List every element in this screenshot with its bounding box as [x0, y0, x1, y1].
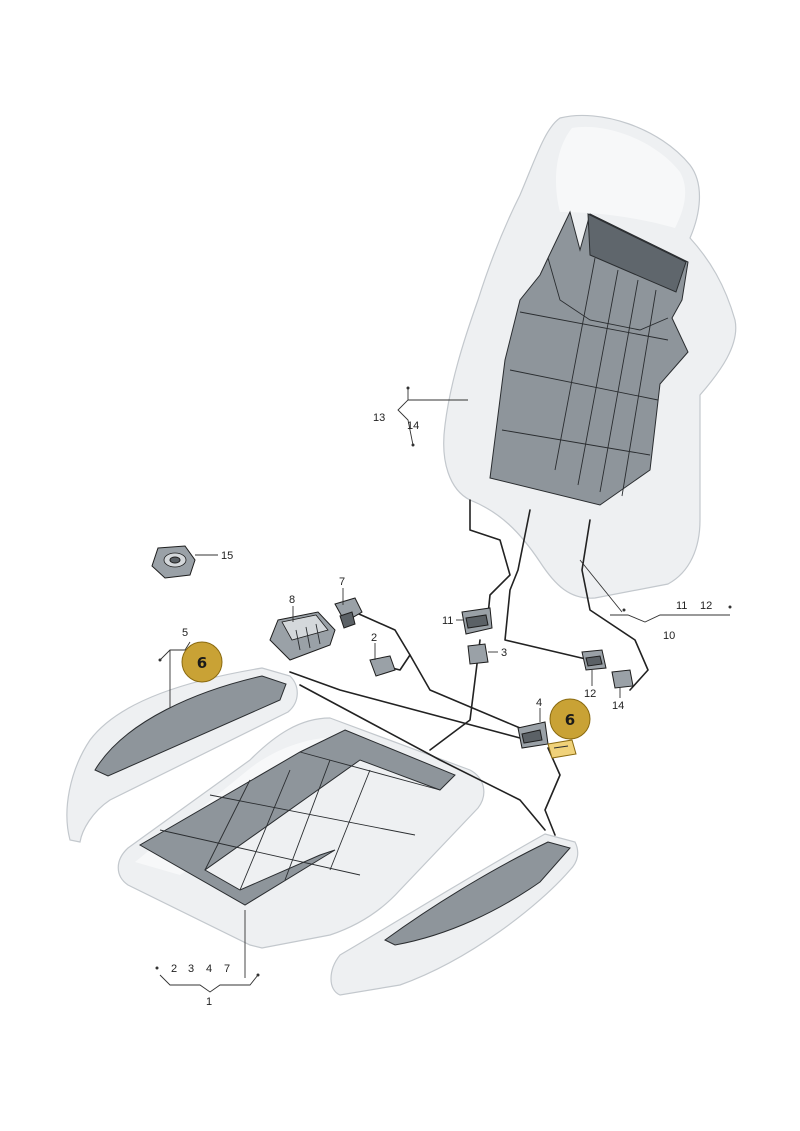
label-12-right: 12: [700, 600, 712, 612]
label-5: 5: [182, 627, 188, 639]
leader-lines: [155, 386, 732, 993]
part-3-connector: [467, 643, 489, 665]
label-2-lower: 2: [171, 963, 177, 975]
part-12-connector: [581, 649, 607, 671]
callout-badge-right: 6: [549, 698, 591, 740]
label-8: 8: [289, 594, 295, 606]
label-7-upper: 7: [339, 576, 345, 588]
wiring-harness: [289, 499, 649, 836]
left-side-bolster: [66, 667, 298, 843]
label-4-lower: 4: [206, 963, 212, 975]
callout-badge-left: 6: [181, 641, 223, 683]
label-15: 15: [221, 550, 233, 562]
badge-right-text: 6: [565, 711, 575, 729]
label-11-left: 11: [442, 615, 453, 627]
part-14-connector: [611, 669, 634, 689]
part-2-connector: [369, 655, 396, 677]
part-11-connector: [461, 607, 493, 635]
label-11-right: 11: [676, 600, 687, 612]
part-4-connector: [517, 721, 549, 749]
part-8-control-unit: [269, 611, 336, 661]
part-7-connector: [334, 597, 363, 629]
label-12-lower: 12: [584, 688, 596, 700]
badge-left-text: 6: [197, 654, 207, 672]
seat-heating-mat: [138, 729, 456, 906]
right-side-bolster: [330, 833, 579, 996]
label-3-lower: 3: [188, 963, 194, 975]
label-4-upper: 4: [536, 697, 542, 709]
label-14-upper: 14: [407, 420, 419, 432]
label-10: 10: [663, 630, 675, 642]
label-14-lower: 14: [612, 700, 624, 712]
label-1: 1: [206, 996, 212, 1008]
part-labels: 13 14 15 8 7 2 11 3 4 5 11 12 10 12 14 2…: [171, 412, 712, 1008]
label-2-upper: 2: [371, 632, 377, 644]
part-15-sensor: [151, 545, 196, 579]
label-7-lower: 7: [224, 963, 230, 975]
label-3-upper: 3: [501, 647, 507, 659]
backrest-heating-mat: [489, 210, 689, 506]
part-6-highlighted-connector: [547, 739, 577, 759]
label-13: 13: [373, 412, 385, 424]
